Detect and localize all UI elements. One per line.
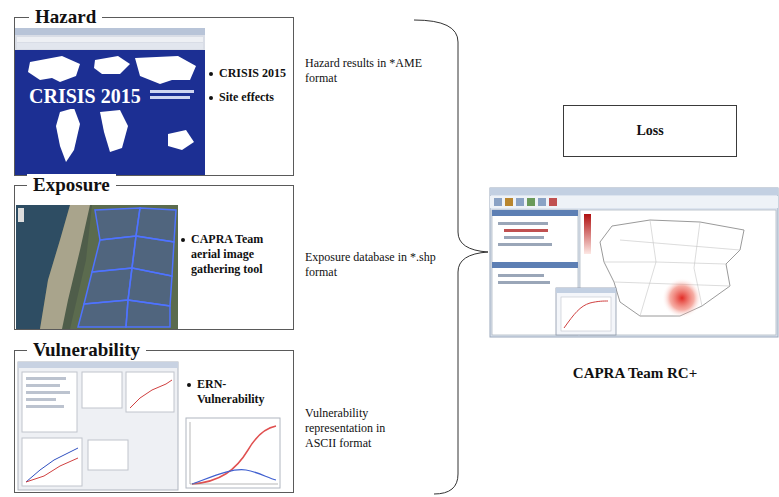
- vulnerability-screenshot-part: [82, 372, 122, 408]
- vulnerability-screenshot-part: [190, 484, 278, 485]
- crisis-splash-part: [150, 96, 190, 99]
- crisis-splash-part: [94, 56, 130, 74]
- vulnerability-screenshot-part: [22, 438, 82, 486]
- aerial-image-part: [16, 205, 178, 329]
- loss-screenshot-part: [504, 229, 548, 232]
- crisis-splash-part: [168, 130, 194, 150]
- loss-screenshot-part: [527, 198, 535, 206]
- loss-screenshot-part: [549, 198, 557, 206]
- vulnerability-panel: VulnerabilityERN-Vulnerability: [14, 350, 294, 493]
- vulnerability-screenshot-part: [88, 440, 128, 470]
- crisis-splash-part: [28, 56, 80, 82]
- loss-screenshot-part: [505, 198, 513, 206]
- aerial-image-part: [70, 205, 178, 329]
- vulnerability-screenshot-part: [18, 362, 178, 368]
- section-heading: Vulnerability: [27, 339, 146, 361]
- loss-screenshot-part: [564, 301, 608, 328]
- loss-screenshot-part: [492, 262, 578, 268]
- aerial-image-part: [18, 208, 24, 222]
- vulnerability-screenshot-part: [26, 448, 78, 482]
- vulnerability-screenshot-part: [26, 384, 60, 387]
- crisis-splash-part: [150, 90, 194, 93]
- software-caption: CAPRA Team RC+: [560, 364, 710, 383]
- loss-screenshot-part: [516, 198, 524, 206]
- vulnerability-screenshot-part: [26, 405, 64, 408]
- splash-title: CRISIS 2015: [26, 84, 144, 109]
- aerial-image-part: [92, 236, 136, 272]
- output-note: Vulnerability representation in ASCII fo…: [305, 406, 417, 451]
- vulnerability-screenshot: [18, 362, 280, 490]
- aerial-image: [16, 205, 178, 329]
- loss-screenshot-part: [490, 196, 778, 208]
- vulnerability-screenshot-part: [130, 380, 172, 408]
- aerial-image-part: [126, 300, 170, 327]
- output-note: Exposure database in *.shp format: [305, 250, 443, 280]
- vulnerability-screenshot-part: [26, 377, 66, 380]
- bullet-dot: [187, 383, 191, 387]
- crisis-splash-part: [100, 110, 128, 152]
- bullet-item: Site effects: [219, 90, 293, 105]
- bullet-dot: [209, 96, 213, 100]
- section-heading: Hazard: [29, 6, 102, 28]
- crisis-splash-part: [17, 37, 203, 42]
- bullet-dot: [209, 72, 213, 76]
- vulnerability-screenshot-part: [18, 362, 178, 490]
- bullet-item: CAPRA Team aerial image gathering tool: [191, 232, 273, 277]
- aerial-image-part: [78, 300, 128, 327]
- crisis-splash-part: [135, 56, 196, 84]
- vulnerability-screenshot-part: [22, 372, 77, 432]
- loss-screenshot: [490, 188, 778, 337]
- loss-screenshot-part: [584, 214, 591, 254]
- exposure-panel: ExposureCAPRA Team aerial image gatherin…: [14, 185, 294, 330]
- box-title: Loss: [636, 123, 663, 139]
- vulnerability-screenshot-part: [186, 418, 280, 488]
- loss-screenshot-part: [492, 210, 578, 216]
- loss-screenshot-part: [538, 198, 546, 206]
- vulnerability-screenshot-part: [192, 470, 276, 484]
- crisis-splash: [15, 28, 205, 175]
- bullet-item: CRISIS 2015: [219, 66, 293, 81]
- loss-screenshot-part: [504, 236, 544, 239]
- loss-box: Loss: [563, 105, 737, 157]
- bullet-dot: [181, 238, 185, 242]
- crisis-splash-part: [56, 108, 80, 162]
- loss-screenshot-part: [494, 198, 502, 206]
- section-heading: Exposure: [27, 174, 116, 196]
- crisis-splash-part: [15, 28, 205, 35]
- loss-screenshot-part: [556, 288, 616, 335]
- crisis-splash-part: [17, 43, 203, 49]
- bullet-item: ERN-Vulnerability: [197, 377, 289, 407]
- vulnerability-screenshot-part: [126, 372, 174, 412]
- loss-screenshot-part: [498, 274, 544, 277]
- loss-screenshot-part: [556, 288, 616, 293]
- vulnerability-screenshot-part: [26, 398, 56, 401]
- crisis-splash-part: [15, 50, 205, 175]
- loss-screenshot-part: [498, 243, 552, 246]
- aerial-image-part: [84, 268, 132, 304]
- aerial-image-part: [95, 208, 140, 240]
- loss-screenshot-part: [490, 188, 778, 195]
- vulnerability-screenshot-part: [26, 391, 70, 394]
- loss-screenshot-part: [662, 278, 702, 318]
- loss-screenshot-part: [498, 281, 550, 284]
- vulnerability-screenshot-part: [192, 426, 276, 484]
- output-note: Hazard results in *AME format: [305, 56, 427, 86]
- loss-screenshot-part: [498, 222, 548, 225]
- vulnerability-screenshot-part: [26, 458, 78, 482]
- loss-screenshot-part: [490, 188, 778, 337]
- vulnerability-screenshot-part: [190, 422, 191, 484]
- crisis-splash-part: [15, 28, 205, 175]
- loss-screenshot-part: [561, 297, 611, 331]
